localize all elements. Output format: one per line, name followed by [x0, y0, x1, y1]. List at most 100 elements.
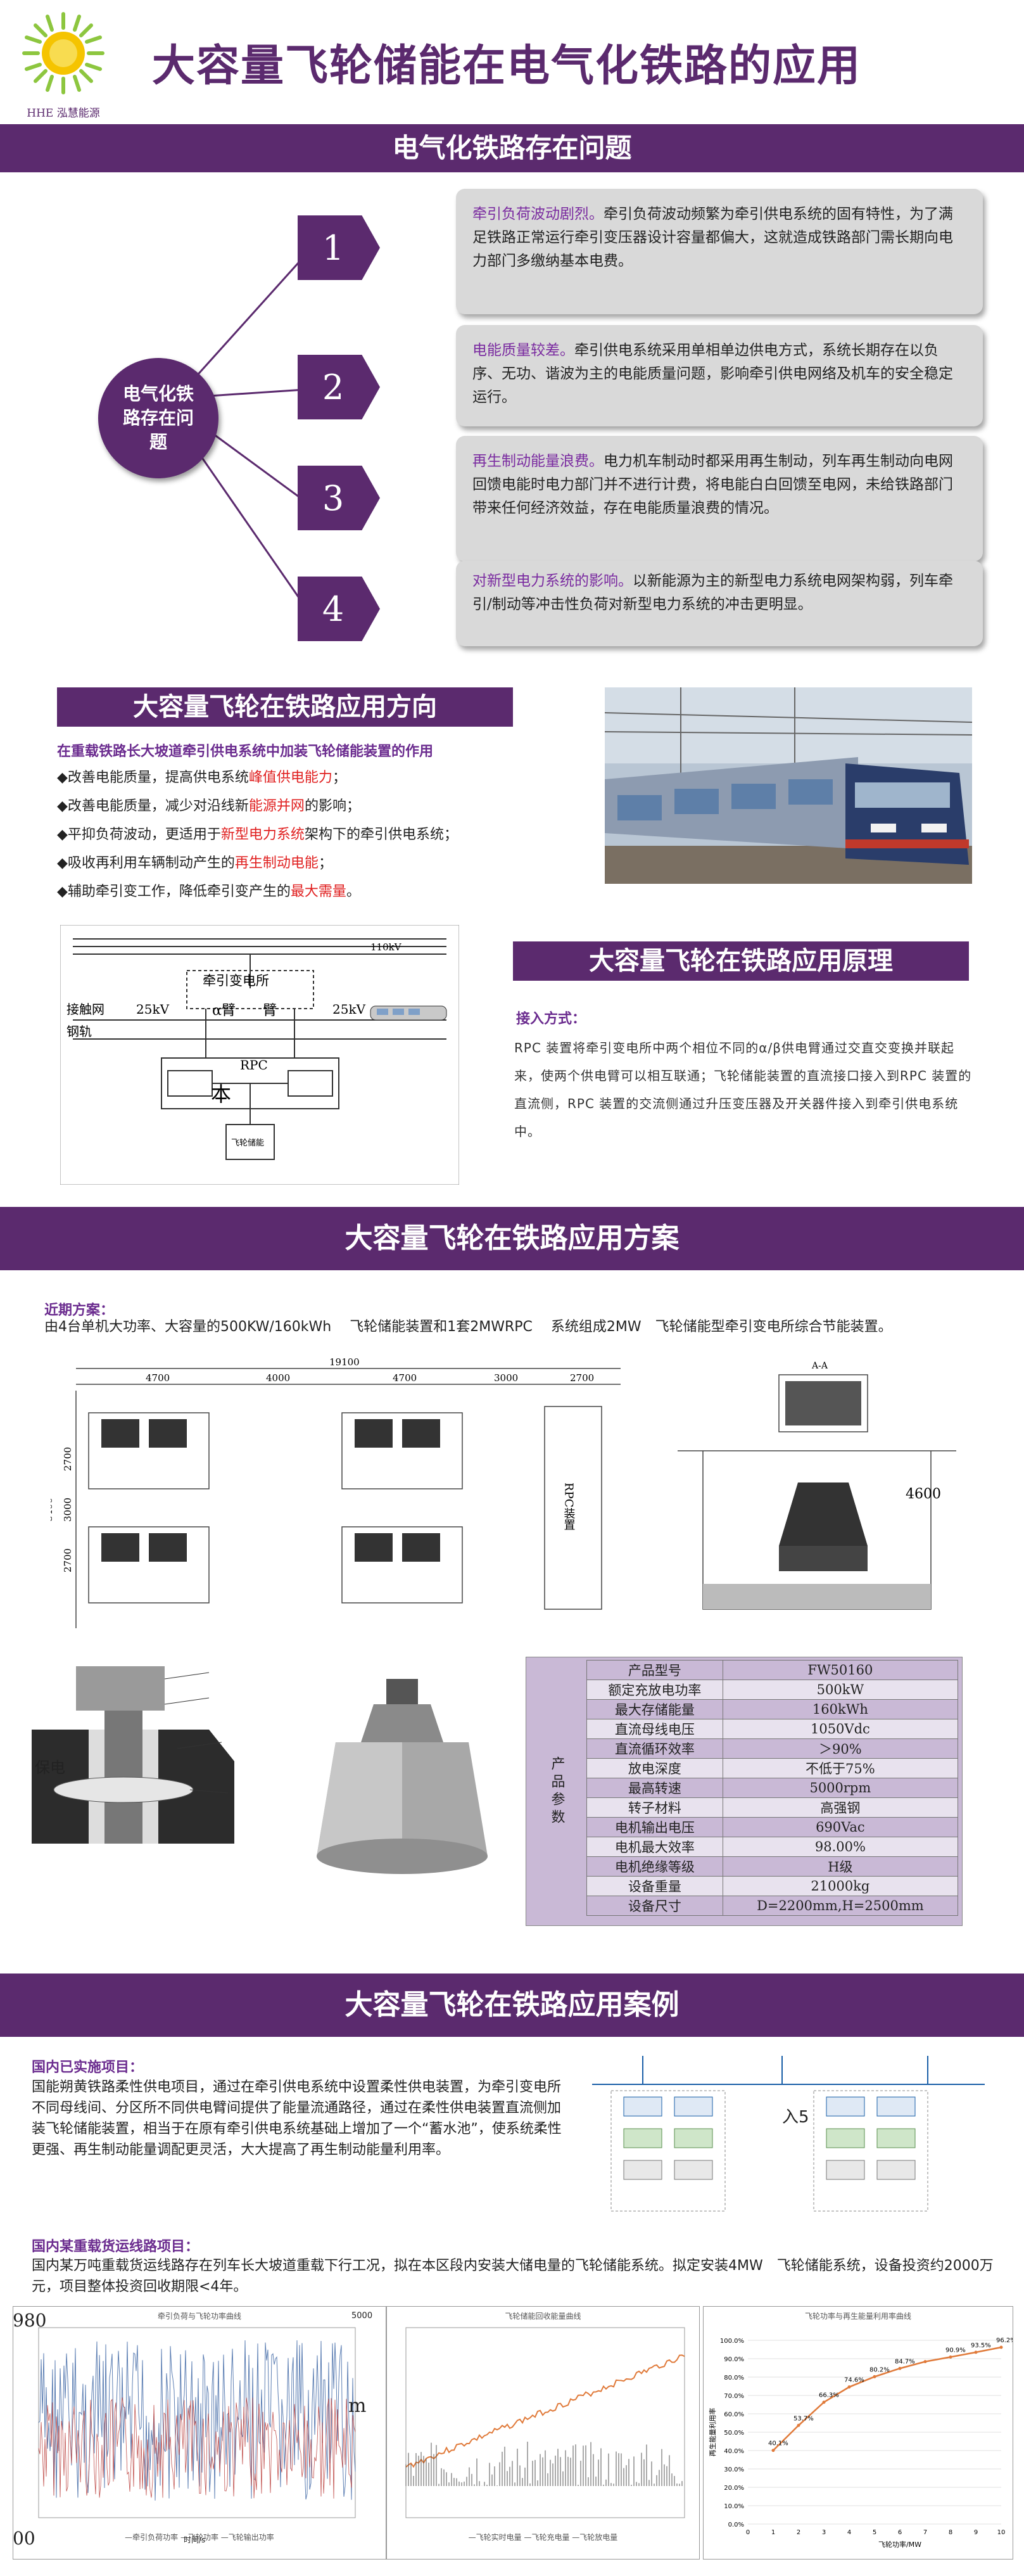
chart3-title: 飞轮功率与再生能量利用率曲线 [804, 2312, 911, 2321]
section-drawing: A-A 4600 [678, 1361, 956, 1610]
svg-text:25kV: 25kV [136, 1002, 170, 1017]
spec-name: 电机最大效率 [586, 1837, 723, 1857]
x-tick-label: 1 [771, 2529, 775, 2536]
x-tick-label: 10 [997, 2529, 1006, 2536]
data-label: 93.5% [971, 2342, 991, 2349]
spec-name: 放电深度 [586, 1758, 723, 1778]
svg-text:钢轨: 钢轨 [66, 1024, 92, 1039]
chart1-ymax-right: 5000 [351, 2311, 373, 2321]
chart2-plot [405, 2327, 685, 2518]
problems-center-circle: 电气化铁路存在问题 [98, 358, 218, 478]
section-band-problems: 电气化铁路存在问题 [0, 124, 1024, 172]
near-text: 由4台单机大功率、大容量的500KW/160kWh 飞轮储能装置和1套2MWRP… [44, 1319, 892, 1335]
data-label: 80.2% [869, 2366, 890, 2373]
x-tick-label: 9 [974, 2529, 978, 2536]
center-label: 电气化铁路存在问题 [122, 383, 194, 452]
near-label: 近期方案： [44, 1303, 115, 1318]
data-point [999, 2345, 1003, 2349]
data-label: 96.2% [996, 2337, 1013, 2344]
x-tick-label: 7 [923, 2529, 927, 2536]
svg-text:4700: 4700 [146, 1372, 170, 1384]
problem-number-1: 1 [298, 215, 380, 280]
tree-connectors [189, 255, 305, 606]
y-tick-label: 60.0% [724, 2411, 744, 2418]
svg-text:α臂: α臂 [212, 1003, 236, 1019]
problem-box-3: 再生制动能量浪费。电力机车制动时都采用再生制动，列车再生制动向电网回馈电能时电力… [456, 436, 983, 561]
layout-plan-drawing: 19100 4700 4000 4700 3000 2700 2700 3000… [51, 1356, 621, 1628]
data-label: 66.3% [819, 2392, 839, 2399]
problem-box-2: 电能质量较差。牵引供电系统采用单相单边供电方式，系统长期存在以负序、无功、谐波为… [456, 325, 983, 426]
list-item: ◆改善电能质量，提高供电系统峰值供电能力； [57, 770, 346, 786]
chart-utilization: 飞轮功率与再生能量利用率曲线 0.0%10.0%20.0%30.0%40.0%5… [703, 2306, 1016, 2560]
x-tick-label: 8 [949, 2529, 952, 2536]
svg-text:4700: 4700 [393, 1372, 417, 1384]
spec-row: 转子材料高强钢 [586, 1797, 959, 1818]
y-tick-label: 70.0% [724, 2393, 744, 2400]
chart2-title: 飞轮储能回收能量曲线 [505, 2312, 581, 2321]
data-label: 40.1% [768, 2440, 788, 2447]
svg-text:牵引变电所: 牵引变电所 [203, 973, 269, 988]
chart1-ybottom: 00 [13, 2528, 35, 2549]
problem-number-4: 4 [298, 577, 380, 641]
spec-name: 额定充放电功率 [586, 1680, 723, 1700]
series-line [405, 2354, 685, 2468]
y-tick-label: 40.0% [724, 2448, 744, 2455]
case1-text: 国能朔黄铁路柔性供电项目，通过在牵引供电系统中设置柔性供电装置，为牵引变电所不同… [32, 2079, 562, 2158]
x-axis-label: 飞轮功率/MW [878, 2540, 921, 2549]
data-point [974, 2350, 978, 2354]
x-tick-label: 4 [847, 2529, 851, 2536]
y-tick-label: 90.0% [724, 2356, 744, 2363]
section-band-principle: 大容量飞轮在铁路应用原理 [513, 941, 969, 981]
sun-logo-icon [22, 12, 104, 94]
svg-text:4000: 4000 [266, 1372, 290, 1384]
svg-text:RPC装置: RPC装置 [562, 1482, 576, 1530]
problem-box-4: 对新型电力系统的影响。以新能源为主的新型电力系统电网架构弱，列车牵引/制动等冲击… [456, 561, 983, 646]
y-axis-label: 再生能量利用率 [708, 2408, 717, 2457]
rpc-circuit-diagram: 110kV 牵引变电所 接触网 25kV 25kV α臂 臂 钢轨 RPC 本 … [60, 925, 459, 1185]
y-tick-label: 100.0% [720, 2338, 744, 2345]
svg-text:入5: 入5 [782, 2108, 809, 2127]
flywheel-3d-image [317, 1679, 488, 1874]
spec-row: 放电深度不低于75% [586, 1758, 959, 1778]
spec-value: D=2200mm,H=2500mm [722, 1896, 959, 1916]
case2-label: 国内某重载货运线路项目： [32, 2239, 199, 2255]
svg-text:4600: 4600 [906, 1486, 941, 1502]
svg-text:A-A: A-A [811, 1361, 828, 1371]
data-point [923, 2360, 927, 2364]
chart-load-power: 牵引负荷与飞轮功率曲线 —牵引负荷功率 —飞轮功率 —飞轮输出功率 [13, 2306, 386, 2560]
flywheel-cutaway-image [32, 1666, 234, 1844]
svg-text:臂: 臂 [263, 1003, 277, 1019]
direction-list: ◆改善电能质量，提高供电系统峰值供电能力； ◆改善电能质量，减少对沿线新能源并网… [57, 763, 458, 906]
svg-text:2700: 2700 [62, 1548, 73, 1572]
spec-row: 直流循环效率＞90% [586, 1738, 959, 1759]
x-tick-label: 2 [797, 2529, 800, 2536]
y-tick-label: 10.0% [724, 2503, 744, 2510]
svg-text:飞轮储能: 飞轮储能 [231, 1138, 264, 1148]
flexible-supply-schematic: 入5 [592, 2056, 985, 2212]
chart-energy-recovery: 飞轮储能回收能量曲线 —飞轮实时电量 —飞轮充电量 —飞轮放电量 [386, 2306, 700, 2560]
svg-text:RPC: RPC [240, 1057, 268, 1073]
spec-value: 不低于75% [722, 1758, 959, 1778]
spec-value: 160kWh [722, 1699, 959, 1719]
spec-name: 产品型号 [586, 1660, 723, 1680]
data-point [949, 2355, 952, 2359]
x-tick-label: 0 [746, 2529, 750, 2536]
spec-name: 电机绝缘等级 [586, 1856, 723, 1877]
data-point [898, 2366, 902, 2370]
svg-text:3000: 3000 [494, 1372, 518, 1384]
section-band-cases: 大容量飞轮在铁路应用案例 [0, 1973, 1024, 2037]
list-item: ◆辅助牵引变工作，降低牵引变产生的最大需量。 [57, 884, 360, 900]
svg-text:8400: 8400 [51, 1498, 54, 1522]
y-tick-label: 20.0% [724, 2485, 744, 2492]
list-item: ◆改善电能质量，减少对沿线新能源并网的影响； [57, 798, 360, 814]
